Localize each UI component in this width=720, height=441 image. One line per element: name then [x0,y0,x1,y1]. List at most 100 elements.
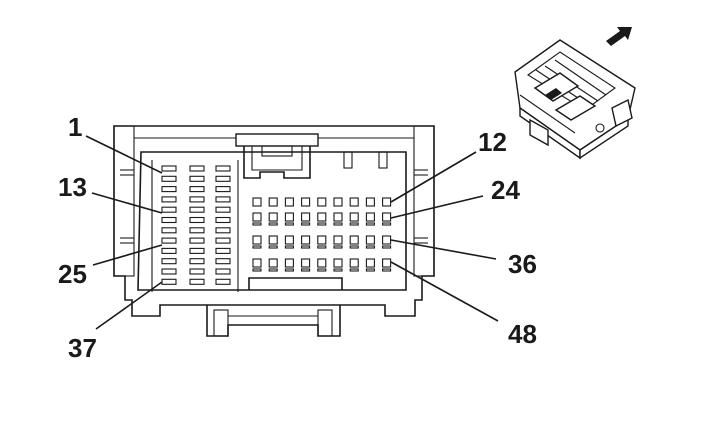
pin-cavity-right-lock-2-7 [349,222,359,226]
pin-cavity-right-4-7 [349,258,359,268]
pin-label-48: 48 [508,319,537,349]
pin-cavity-left-5-1 [161,206,177,213]
pin-cavity-left-10-2 [189,258,205,265]
pin-cavity-left-6-3 [215,216,231,224]
leader-13 [91,192,163,214]
pin-cavity-left-3-3 [215,186,231,193]
pin-cavity-left-8-3 [215,237,231,244]
pin-label-24: 24 [491,175,520,205]
pin-cavity-right-1-1 [252,197,262,207]
pin-cavity-right-lock-3-4 [301,245,311,249]
pin-cavity-right-lock-4-4 [301,268,311,272]
pin-cavity-right-4-3 [284,258,294,268]
pin-cavity-right-lock-3-7 [349,245,359,249]
pin-cavity-right-lock-3-1 [252,245,262,249]
pin-cavity-right-1-8 [365,197,375,207]
pin-cavity-right-lock-4-2 [268,268,278,272]
pin-cavity-right-3-7 [349,235,359,245]
pin-cavity-left-2-1 [161,175,177,182]
pin-cavity-left-2-2 [189,175,205,182]
leader-48 [390,261,499,322]
pin-cavities [161,165,392,285]
pin-cavity-right-1-6 [333,197,343,207]
pin-cavity-left-3-1 [161,186,177,193]
leader-25 [92,244,163,266]
pin-cavity-right-2-9 [382,212,392,222]
pin-cavity-left-10-3 [215,258,231,265]
pin-cavity-right-lock-2-1 [252,222,262,226]
pin-label-37: 37 [68,333,97,363]
pin-cavity-right-3-8 [365,235,375,245]
pin-cavity-right-4-6 [333,258,343,268]
pin-cavity-left-9-1 [161,247,177,254]
pin-cavity-left-2-3 [215,175,231,182]
leader-37 [95,281,163,330]
pin-cavity-left-6-2 [189,216,205,224]
pin-cavity-right-lock-2-2 [268,222,278,226]
pin-cavity-right-lock-3-8 [365,245,375,249]
pin-cavity-left-7-2 [189,227,205,234]
pin-cavity-right-lock-4-9 [382,268,392,272]
pin-cavity-left-8-1 [161,237,177,244]
pin-cavity-right-3-2 [268,235,278,245]
leader-36 [390,239,497,260]
connector-isometric-icon [514,39,636,160]
leader-12 [390,151,477,203]
pin-cavity-left-4-1 [161,196,177,203]
pin-cavity-left-8-2 [189,237,205,244]
pin-cavity-right-2-6 [333,212,343,222]
pin-cavity-left-5-2 [189,206,205,213]
pin-label-13: 13 [58,172,87,202]
pin-cavity-right-3-1 [252,235,262,245]
pin-cavity-right-1-9 [382,197,392,207]
pin-cavity-right-lock-4-3 [284,268,294,272]
pin-cavity-right-2-8 [365,212,375,222]
pin-cavity-left-9-2 [189,247,205,254]
pin-cavity-left-6-1 [161,216,177,224]
pin-cavity-left-11-2 [189,268,205,275]
pin-cavity-right-2-4 [301,212,311,222]
pin-cavity-right-lock-4-6 [333,268,343,272]
pin-cavity-left-11-1 [161,268,177,275]
pin-label-36: 36 [508,249,537,279]
pin-cavity-right-3-9 [382,235,392,245]
pin-cavity-right-lock-3-9 [382,245,392,249]
pin-label-25: 25 [58,259,87,289]
pin-cavity-right-4-1 [252,258,262,268]
pin-cavity-left-4-2 [189,196,205,203]
pin-cavity-right-3-3 [284,235,294,245]
pin-cavity-left-4-3 [215,196,231,203]
pin-cavity-right-1-7 [349,197,359,207]
pin-cavity-right-4-2 [268,258,278,268]
pin-cavity-right-4-4 [301,258,311,268]
pin-cavity-right-lock-3-5 [317,245,327,249]
pin-cavity-left-12-1 [161,278,177,285]
pin-cavity-right-1-5 [317,197,327,207]
pin-cavity-left-1-1 [161,165,177,172]
pin-cavity-right-lock-2-9 [382,222,392,226]
pin-cavity-right-lock-3-6 [333,245,343,249]
pin-cavity-right-lock-3-2 [268,245,278,249]
pin-cavity-right-1-3 [284,197,294,207]
pin-cavity-right-lock-4-7 [349,268,359,272]
pin-label-1: 1 [68,112,82,142]
pin-cavity-left-11-3 [215,268,231,275]
pin-cavity-right-2-3 [284,212,294,222]
pin-cavity-left-10-1 [161,258,177,265]
pin-cavity-right-3-6 [333,235,343,245]
pin-cavity-right-4-8 [365,258,375,268]
pin-cavity-right-lock-4-5 [317,268,327,272]
pin-cavity-right-1-4 [301,197,311,207]
pin-cavity-right-lock-2-4 [301,222,311,226]
pin-cavity-left-12-3 [215,278,231,285]
pin-cavity-right-lock-2-5 [317,222,327,226]
pin-cavity-left-7-3 [215,227,231,234]
pin-cavity-right-3-4 [301,235,311,245]
pin-cavity-right-4-5 [317,258,327,268]
pin-cavity-left-5-3 [215,206,231,213]
pin-cavity-right-2-7 [349,212,359,222]
leader-lines [85,135,499,330]
leader-1 [85,135,163,174]
pin-cavity-right-lock-3-3 [284,245,294,249]
